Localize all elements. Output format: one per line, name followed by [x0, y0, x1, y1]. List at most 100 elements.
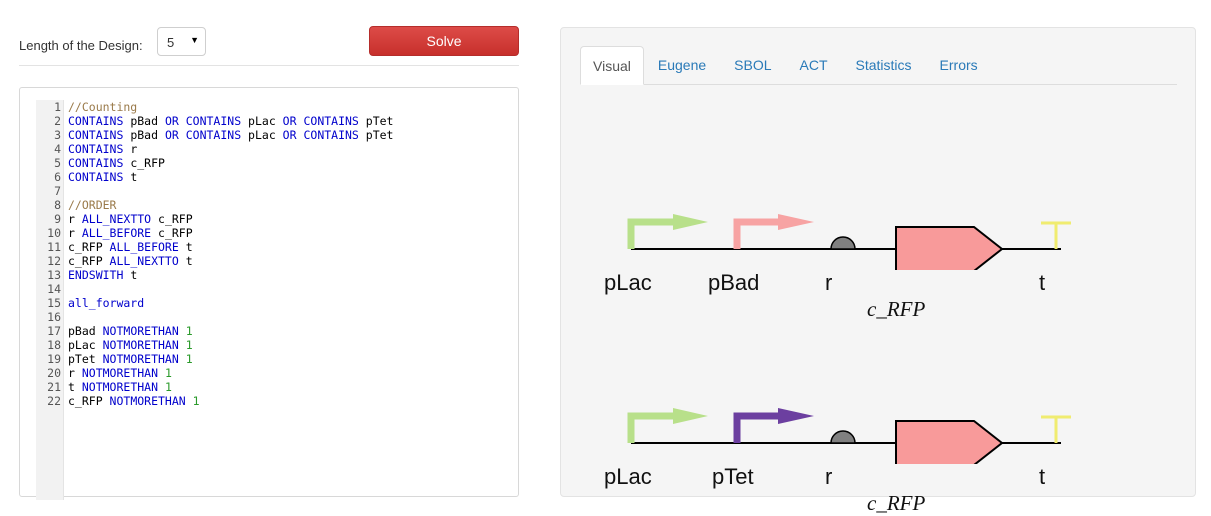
length-label: Length of the Design:: [19, 38, 143, 53]
code-token: c_RFP: [68, 240, 110, 254]
code-token: ALL_BEFORE: [81, 226, 152, 240]
tab-sbol[interactable]: SBOL: [734, 57, 772, 73]
design-1-glyphs: [627, 214, 1071, 270]
code-token: NOTMORETHAN: [81, 366, 159, 380]
code-token: NOTMORETHAN: [109, 394, 186, 408]
code-line[interactable]: 14: [36, 282, 393, 296]
code-text: pTet NOTMORETHAN 1: [64, 352, 193, 366]
code-line[interactable]: 7: [36, 184, 393, 198]
results-panel: Visual Eugene SBOL ACT Statistics Errors pLac…: [560, 27, 1196, 515]
promoter-1-icon: [627, 412, 676, 443]
code-text: //Counting: [64, 100, 137, 114]
code-text: [64, 282, 68, 296]
line-number: 21: [47, 380, 61, 394]
code-token: r: [123, 142, 138, 156]
code-line[interactable]: 8//ORDER: [36, 198, 393, 212]
promoter-1-label: pLac: [604, 270, 652, 295]
code-text: [64, 184, 68, 198]
code-token: OR: [282, 114, 297, 128]
code-token: pTet: [358, 114, 394, 128]
line-number: 3: [54, 128, 61, 142]
code-token: pLac: [241, 114, 283, 128]
code-text: CONTAINS pBad OR CONTAINS pLac OR CONTAI…: [64, 114, 393, 128]
cds-label: c_RFP: [867, 297, 926, 321]
code-text: c_RFP ALL_BEFORE t: [64, 240, 193, 254]
promoter-2-icon: [733, 412, 781, 443]
code-token: [179, 114, 186, 128]
code-token: CONTAINS: [185, 128, 242, 142]
line-number: 10: [47, 226, 61, 240]
code-token: 1: [185, 394, 200, 408]
code-line[interactable]: 16: [36, 310, 393, 324]
code-text: [64, 310, 68, 324]
code-text: r NOTMORETHAN 1: [64, 366, 172, 380]
results-tabs: Visual Eugene SBOL ACT Statistics Errors: [580, 46, 1177, 85]
code-token: CONTAINS: [303, 114, 359, 128]
line-number: 2: [54, 114, 61, 128]
code-token: r: [68, 212, 82, 226]
line-number: 7: [54, 184, 61, 198]
line-number: 14: [47, 282, 61, 296]
code-text: ENDSWITH t: [64, 268, 137, 282]
tab-statistics[interactable]: Statistics: [855, 57, 912, 73]
code-line[interactable]: 1//Counting: [36, 100, 393, 114]
code-token: pTet: [68, 352, 103, 366]
length-select[interactable]: 5 ▼: [157, 27, 206, 56]
code-token: ALL_NEXTTO: [81, 212, 152, 226]
line-number: 6: [54, 170, 61, 184]
line-number: 5: [54, 156, 61, 170]
tab-visual[interactable]: Visual: [580, 46, 644, 85]
line-number: 8: [54, 198, 61, 212]
code-token: CONTAINS: [185, 114, 242, 128]
tab-eugene[interactable]: Eugene: [657, 57, 707, 73]
code-token: 1: [158, 366, 172, 380]
code-token: pLac: [241, 128, 283, 142]
promoter-2-arrowhead: [778, 408, 814, 424]
rbs-icon: [830, 236, 856, 250]
tab-act[interactable]: ACT: [799, 57, 828, 73]
code-text: CONTAINS r: [64, 142, 137, 156]
code-token: NOTMORETHAN: [102, 352, 179, 366]
solve-button[interactable]: Solve: [369, 26, 519, 56]
cds-icon: [895, 226, 1004, 270]
code-token: c_RFP: [151, 212, 193, 226]
code-token: t: [178, 254, 193, 268]
promoter-2-arrowhead: [778, 214, 814, 230]
code-token: NOTMORETHAN: [102, 324, 179, 338]
cds-label: c_RFP: [867, 491, 926, 515]
line-number: 4: [54, 142, 61, 156]
promoter-2-label: pTet: [712, 464, 754, 489]
code-text: pLac NOTMORETHAN 1: [64, 338, 193, 352]
rbs-label: r: [825, 270, 833, 295]
code-token: ALL_NEXTTO: [109, 254, 179, 268]
code-token: [179, 128, 186, 142]
code-token: CONTAINS: [303, 128, 359, 142]
code-token: pBad: [123, 128, 165, 142]
code-token: pBad: [123, 114, 165, 128]
code-token: r: [68, 226, 82, 240]
code-token: CONTAINS: [68, 156, 124, 170]
tab-errors[interactable]: Errors: [939, 57, 978, 73]
code-text: CONTAINS t: [64, 170, 137, 184]
code-token: t: [123, 170, 138, 184]
length-value: 5: [167, 35, 175, 50]
